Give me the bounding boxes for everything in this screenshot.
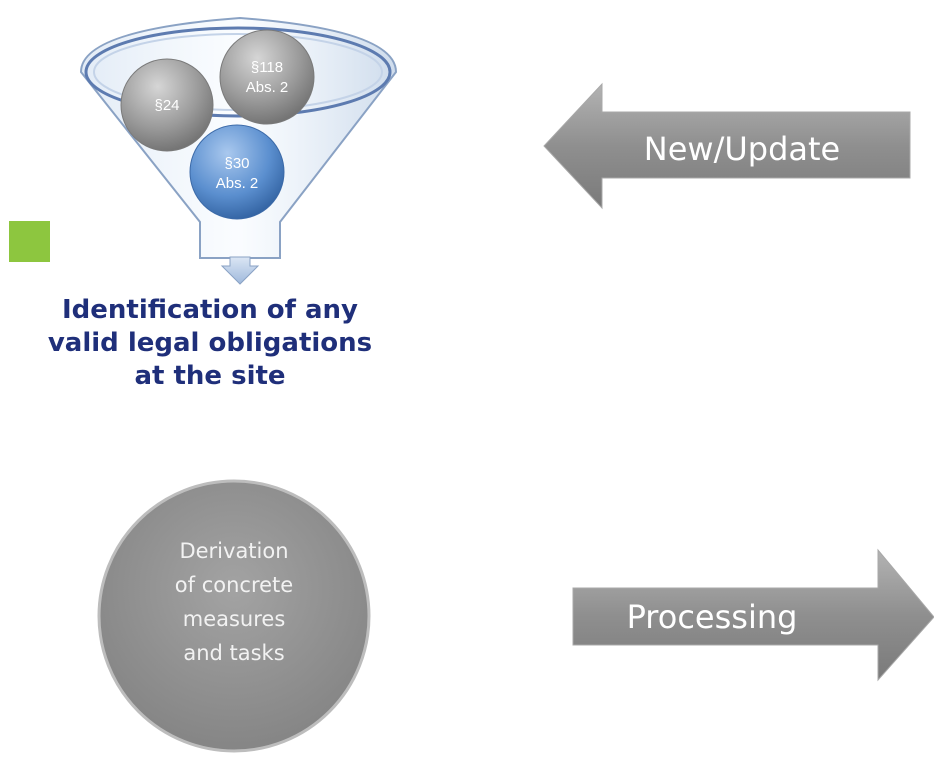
funnel-rim	[84, 26, 392, 118]
bubble-label-30-line2: Abs. 2	[216, 175, 259, 192]
bubble-section-24: §24	[120, 58, 214, 152]
caption-line-2: valid legal obligations	[47, 328, 373, 358]
bubble-label-118-line2: Abs. 2	[246, 79, 289, 96]
processing-label: Processing	[627, 598, 798, 636]
processing-arrow: Processing	[572, 548, 934, 682]
bubble-section-30: §30 Abs. 2	[189, 124, 285, 220]
bubble-label-24: §24	[154, 97, 179, 114]
green-bullet-square	[9, 221, 50, 262]
derivation-circle: Derivation of concrete measures and task…	[97, 479, 371, 753]
derivation-line-4: and tasks	[183, 641, 284, 665]
bubble-label-118-line1: §118	[251, 59, 283, 76]
new-update-arrow: New/Update	[543, 82, 911, 210]
caption-line-1: Identification of any	[62, 295, 358, 325]
caption-line-3: at the site	[134, 361, 286, 391]
bubble-section-118: §118 Abs. 2	[219, 29, 315, 125]
derivation-line-3: measures	[183, 607, 286, 631]
derivation-line-2: of concrete	[175, 573, 293, 597]
identification-caption: Identification of any valid legal obliga…	[20, 294, 400, 393]
funnel-down-arrow-icon	[220, 256, 260, 285]
bubble-label-30-line1: §30	[224, 155, 249, 172]
derivation-line-1: Derivation	[179, 539, 288, 563]
new-update-label: New/Update	[644, 130, 840, 168]
